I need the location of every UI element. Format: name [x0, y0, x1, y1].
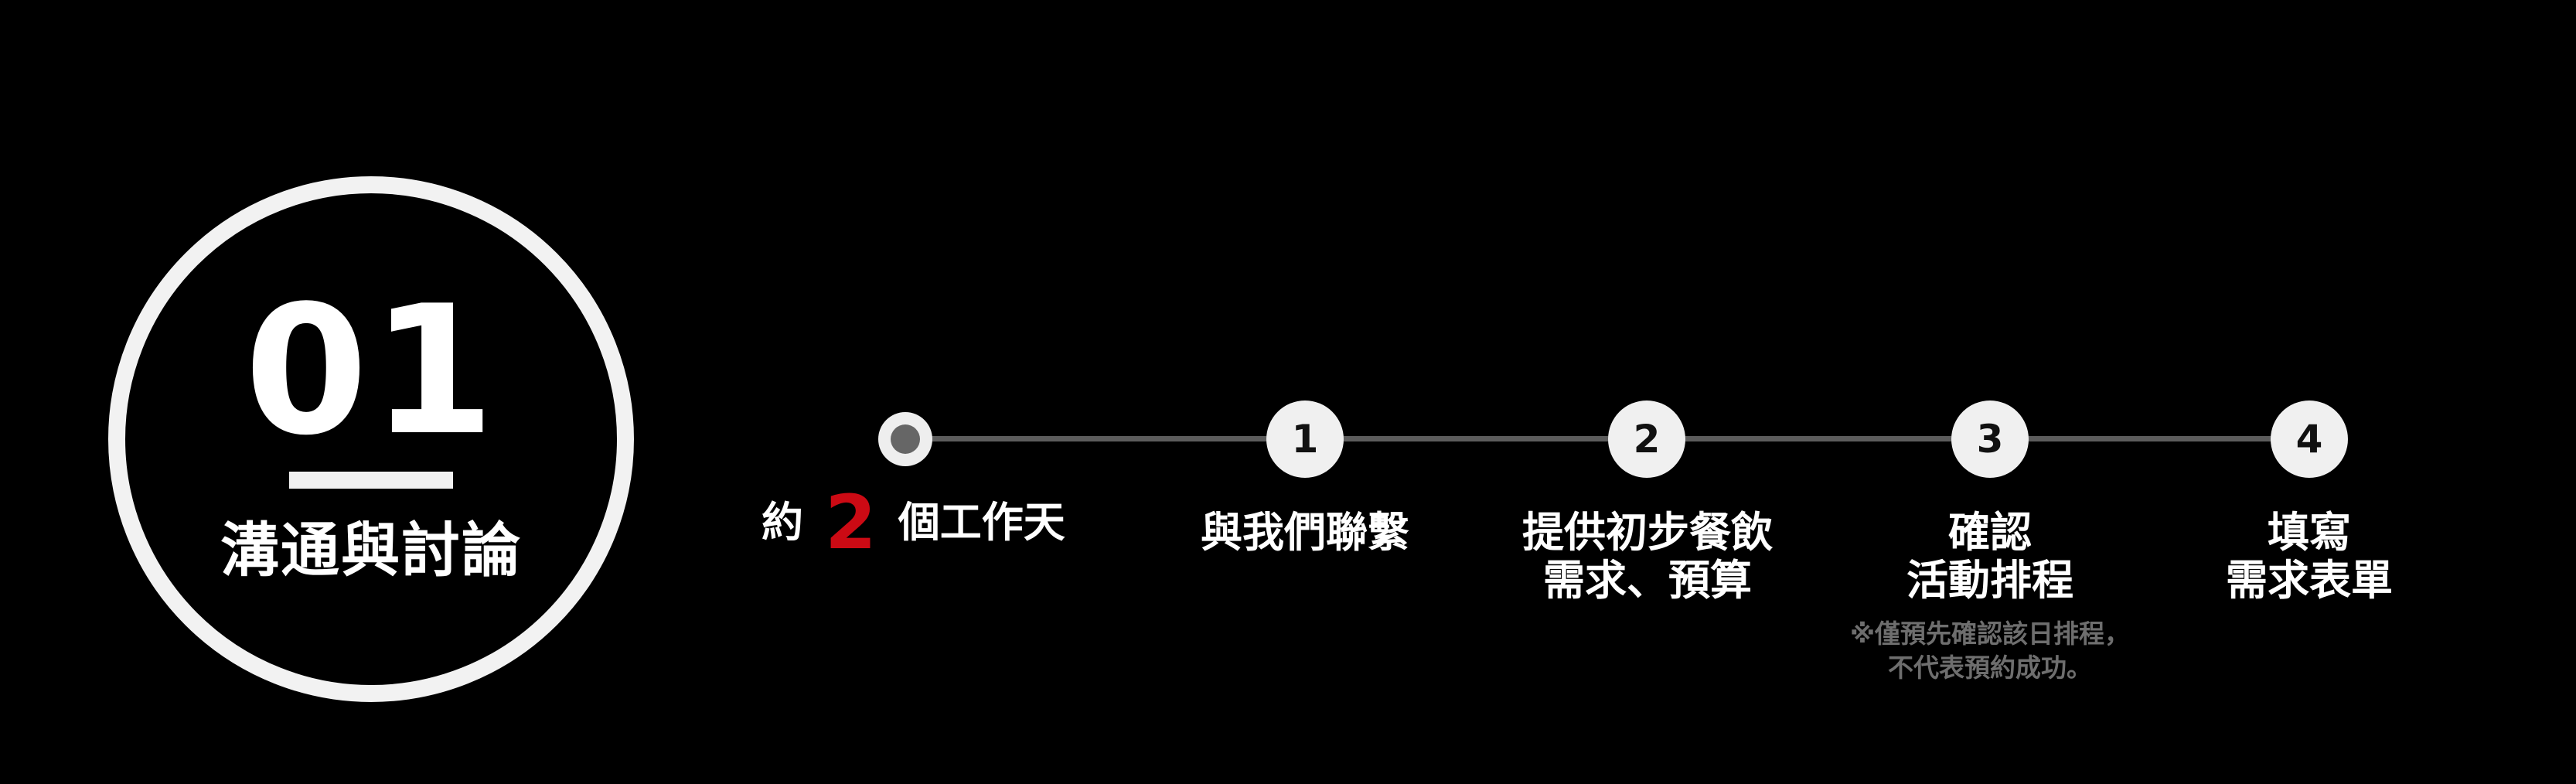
step-label-3-line-2: 活動排程 — [1906, 556, 2073, 605]
timeline-start-dot — [891, 424, 920, 454]
step-number-1: 1 — [1291, 417, 1319, 462]
duration-prefix: 約 — [762, 498, 803, 547]
duration-suffix: 個工作天 — [898, 498, 1065, 547]
schedule-note: ※僅預先確認該日排程， 不代表預約成功。 — [1850, 617, 2130, 685]
phase-circle-badge: 01 溝通與討論 — [108, 176, 634, 702]
step-label-2-line-2: 需求、預算 — [1543, 556, 1752, 605]
step-number-2: 2 — [1633, 417, 1661, 462]
step-label-2-line-1: 提供初步餐飲 — [1522, 508, 1773, 557]
phase-underline-divider — [289, 472, 453, 489]
step-number-3: 3 — [1976, 417, 2004, 462]
step-label-3-line-1: 確認 — [1948, 508, 2032, 557]
duration-label: 約 2 個工作天 — [762, 486, 1065, 560]
step-label-3: 確認 活動排程 — [1906, 509, 2073, 605]
step-label-1-line-1: 與我們聯繫 — [1201, 508, 1409, 557]
schedule-note-line-2: 不代表預約成功。 — [1888, 653, 2092, 683]
step-node-1: 1 — [1266, 401, 1344, 478]
step-node-3: 3 — [1951, 401, 2029, 478]
step-node-4: 4 — [2271, 401, 2348, 478]
duration-value: 2 — [825, 479, 877, 566]
step-label-4-line-2: 需求表單 — [2226, 556, 2393, 605]
timeline-start-node — [878, 412, 932, 466]
phase-title: 溝通與討論 — [220, 516, 522, 585]
step-label-4: 填寫 需求表單 — [2226, 509, 2393, 605]
timeline-line — [905, 436, 2309, 441]
schedule-note-line-1: ※僅預先確認該日排程， — [1849, 619, 2131, 649]
step-node-2: 2 — [1608, 401, 1685, 478]
step-label-1: 與我們聯繫 — [1201, 509, 1409, 557]
step-label-4-line-1: 填寫 — [2268, 508, 2351, 557]
phase-number: 01 — [244, 268, 499, 475]
step-number-4: 4 — [2295, 417, 2323, 462]
step-label-2: 提供初步餐飲 需求、預算 — [1522, 509, 1773, 605]
